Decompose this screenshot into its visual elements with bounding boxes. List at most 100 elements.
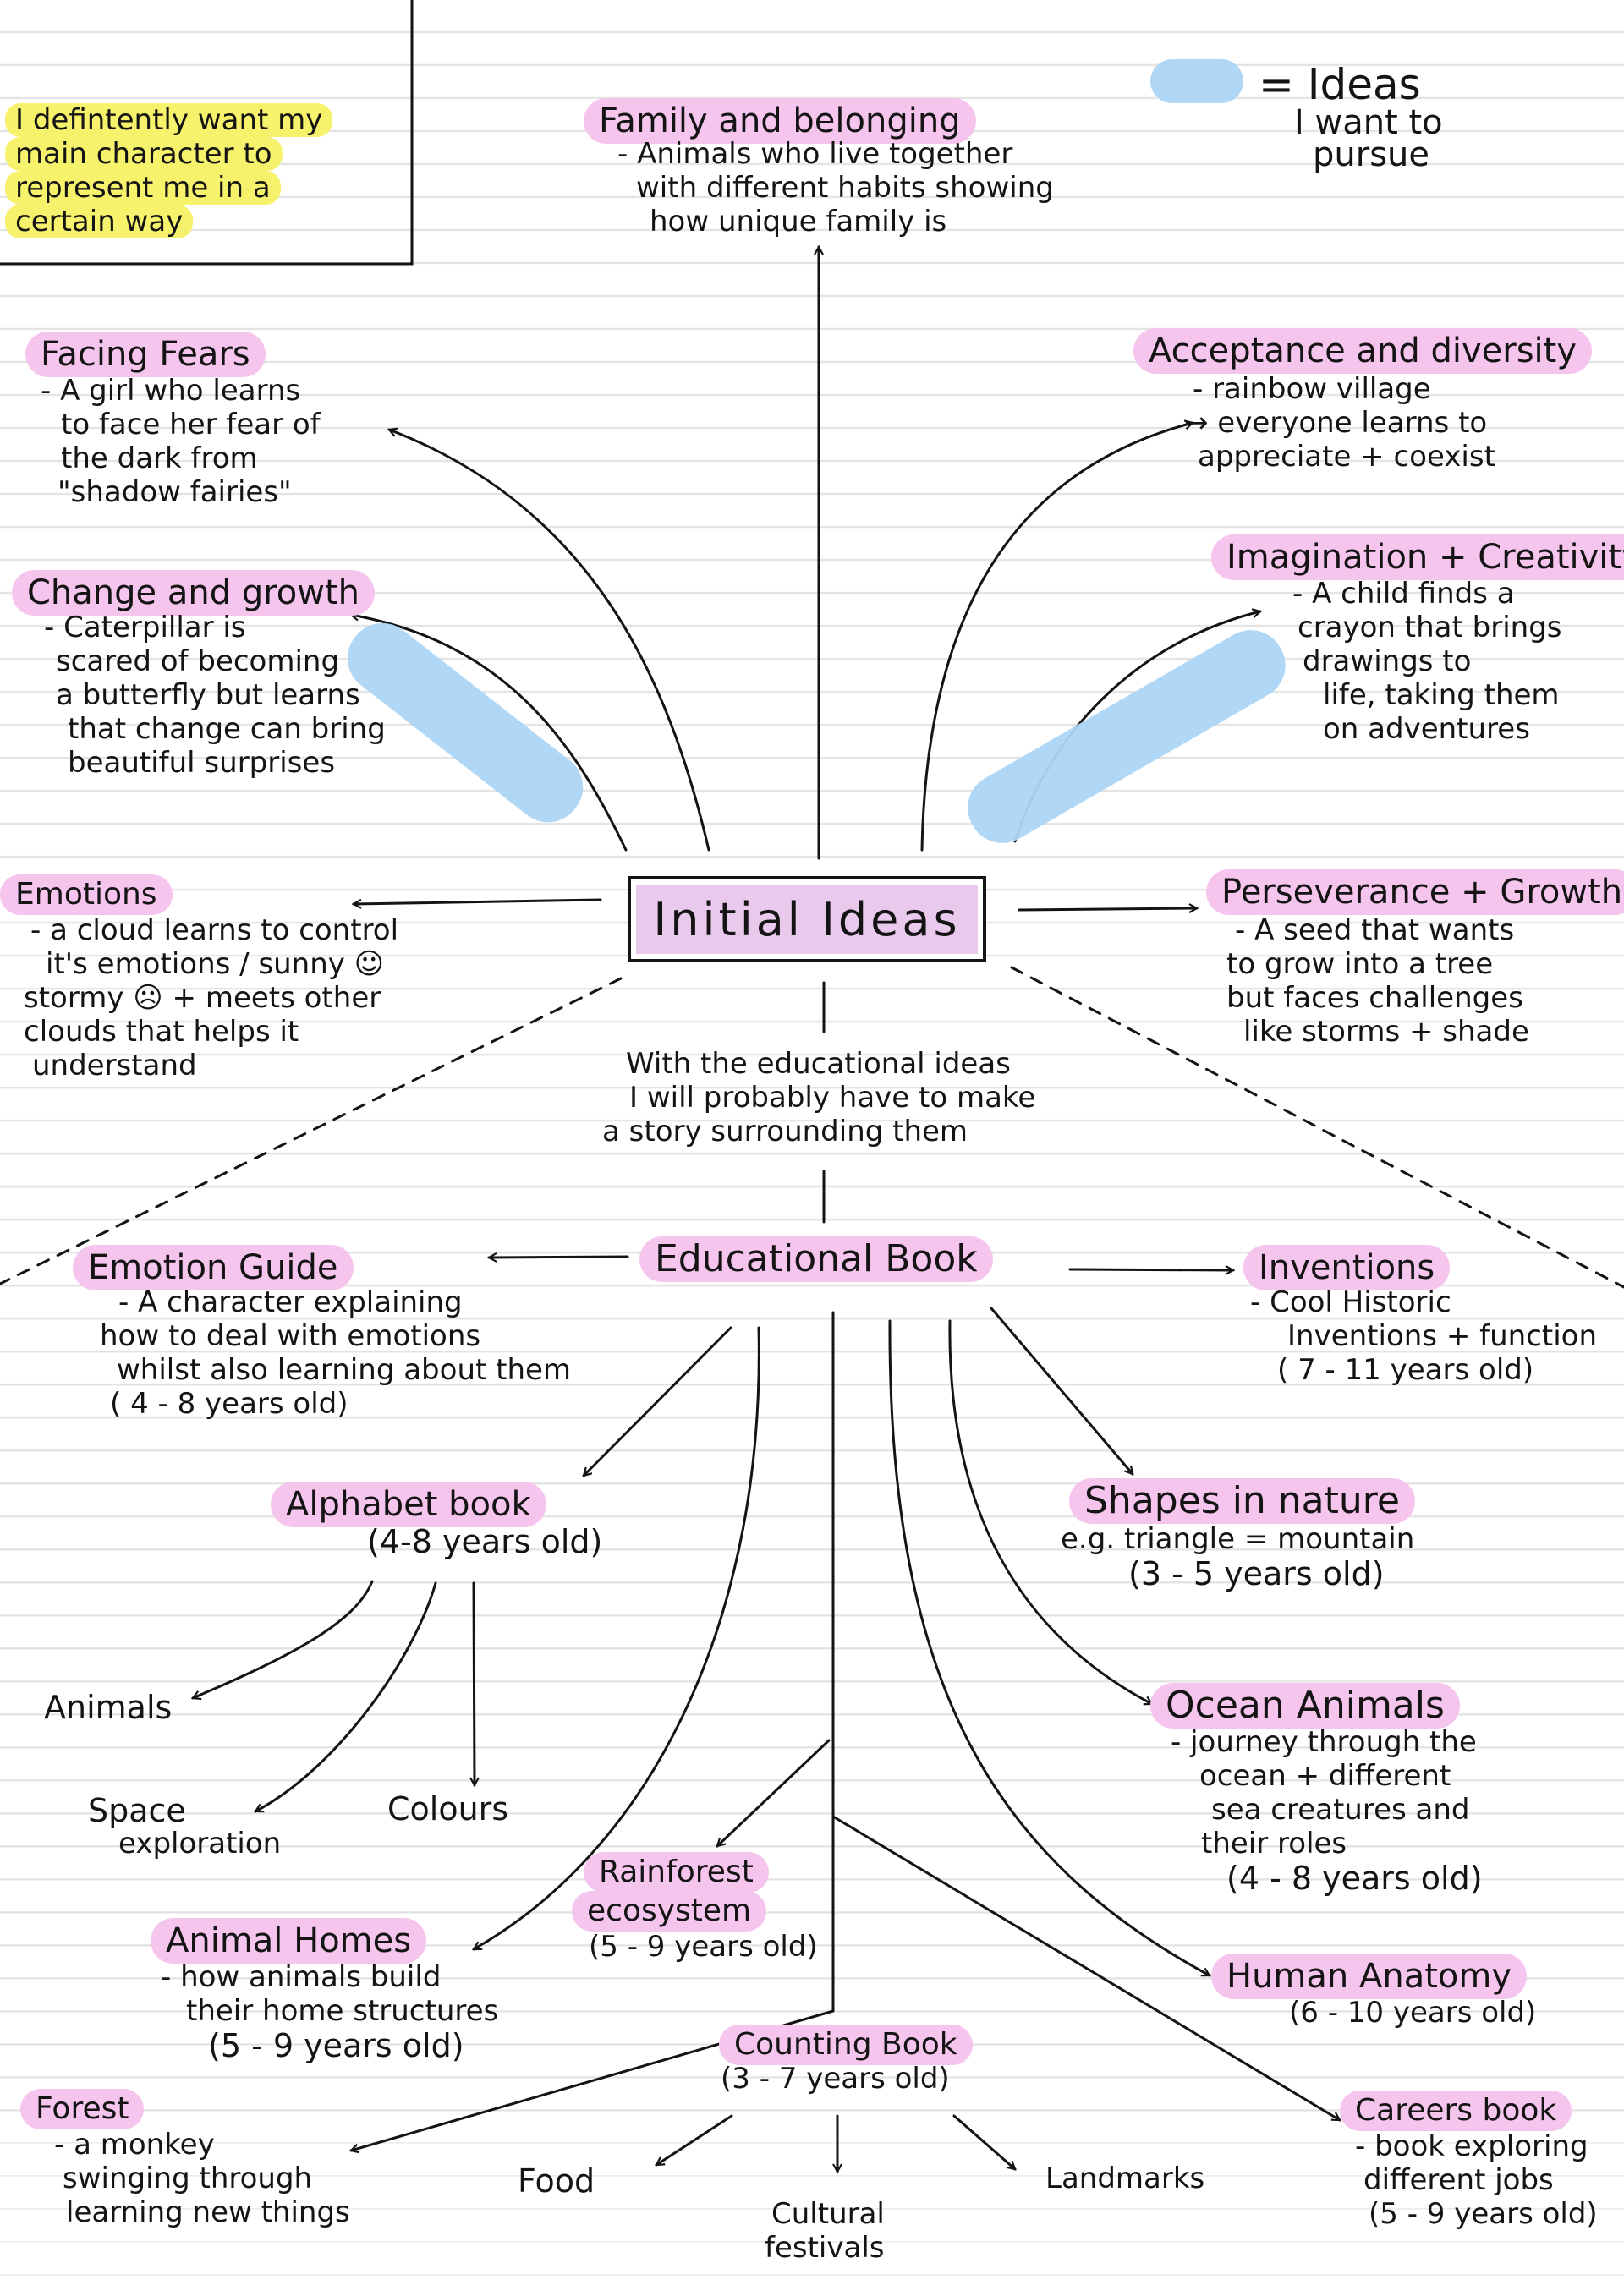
ocean-line-2: ocean + different (1199, 1759, 1451, 1793)
educational-book-title: Educational Book (639, 1236, 993, 1282)
alphabet-topic-exploration: exploration (118, 1827, 282, 1860)
arrow-to-inventions (1068, 1269, 1233, 1270)
careers-title: Careers book (1340, 2091, 1572, 2131)
arrow-to-ocean (948, 1319, 1152, 1706)
inventions-line-1: - Cool Historic (1250, 1285, 1451, 1319)
alphabet-topic-space: Space (88, 1792, 186, 1829)
careers-line-1: - book exploring (1355, 2129, 1588, 2163)
acceptance-line-3: appreciate + coexist (1198, 440, 1495, 474)
rainforest-age: (5 - 9 years old) (589, 1930, 818, 1964)
note-line-2: main character to (5, 137, 283, 171)
inventions-line-3: ( 7 - 11 years old) (1277, 1353, 1534, 1387)
acceptance-title: Acceptance and diversity (1133, 328, 1593, 374)
acceptance-line-1: - rainbow village (1193, 372, 1431, 406)
animal-homes-line-1: - how animals build (161, 1960, 442, 1994)
emotions-line-2: it's emotions / sunny ☺ (46, 947, 385, 981)
arrow-to-acceptance (920, 423, 1193, 852)
ocean-line-3: sea creatures and (1211, 1793, 1470, 1827)
arrow-to-colours (474, 1581, 475, 1785)
shapes-line-1: e.g. triangle = mountain (1061, 1522, 1415, 1556)
alphabet-topic-animals: Animals (44, 1689, 173, 1726)
arrow-to-alphabet (584, 1326, 732, 1476)
arrow-to-space (255, 1581, 437, 1813)
legend-line-2: pursue (1313, 135, 1429, 174)
arrow-rainforest-branch (717, 1739, 831, 1846)
shapes-title: Shapes in nature (1069, 1478, 1415, 1524)
family-line-1: - Animals who live together (617, 137, 1013, 171)
ocean-line-1: - journey through the (1171, 1725, 1477, 1759)
perseverance-line-3: but faces challenges (1226, 981, 1523, 1015)
emotion-guide-line-3: whilst also learning about them (117, 1353, 572, 1387)
family-line-2: with different habits showing (636, 171, 1054, 205)
forest-title: Forest (20, 2089, 145, 2129)
forest-line-3: learning new things (66, 2195, 350, 2229)
arrow-to-animal-homes (474, 1326, 760, 1951)
initial-ideas-title-bg: Initial Ideas (636, 885, 978, 954)
dashed-line-left (0, 977, 623, 1285)
human-anatomy-title: Human Anatomy (1211, 1954, 1527, 1999)
emotion-guide-line-4: ( 4 - 8 years old) (110, 1387, 348, 1421)
note-line-4: certain way (5, 205, 194, 238)
legend-blue-swatch (1150, 59, 1243, 103)
arrow-to-emotions (354, 898, 602, 904)
arrow-to-animals (193, 1580, 374, 1698)
counting-topic-landmarks: Landmarks (1045, 2162, 1205, 2195)
ocean-line-4: their roles (1201, 1827, 1347, 1860)
counting-age: (3 - 7 years old) (721, 2062, 950, 2096)
ocean-line-5: (4 - 8 years old) (1226, 1860, 1483, 1897)
alphabet-topic-colours: Colours (387, 1790, 509, 1827)
counting-topic-cultural: Cultural (771, 2197, 885, 2231)
imagination-line-4: life, taking them (1323, 678, 1560, 712)
emotions-line-4: clouds that helps it (24, 1015, 299, 1049)
imagination-title: Imagination + Creativity (1211, 534, 1624, 580)
perseverance-line-2: to grow into a tree (1226, 947, 1494, 981)
forest-line-1: - a monkey (54, 2128, 215, 2162)
careers-line-3: (5 - 9 years old) (1369, 2197, 1598, 2231)
emotion-guide-line-2: how to deal with emotions (100, 1319, 481, 1353)
legend-symbol: = Ideas (1259, 60, 1421, 109)
fears-line-2: to face her fear of (61, 408, 321, 441)
family-title: Family and belonging (584, 98, 976, 144)
emotions-title: Emotions (0, 874, 173, 915)
arrow-to-food (656, 2114, 733, 2167)
arrow-to-change (351, 615, 628, 852)
arrow-to-perseverance (1018, 908, 1197, 910)
counting-topic-festivals: festivals (765, 2231, 885, 2265)
change-line-3: a butterfly but learns (56, 678, 360, 712)
ocean-title: Ocean Animals (1150, 1683, 1460, 1729)
emotion-guide-line-1: - A character explaining (118, 1285, 463, 1319)
arrow-to-emotion-guide (489, 1257, 629, 1258)
fears-line-4: "shadow fairies" (58, 475, 292, 509)
emotion-guide-title: Emotion Guide (73, 1245, 354, 1290)
perseverance-title: Perseverance + Growth (1206, 869, 1624, 915)
note-line-3: represent me in a (5, 171, 281, 205)
change-line-1: - Caterpillar is (44, 611, 246, 644)
bridge-note-line-3: a story surrounding them (602, 1115, 968, 1148)
animal-homes-line-3: (5 - 9 years old) (208, 2027, 464, 2064)
initial-ideas-title: Initial Ideas (653, 892, 961, 946)
fears-line-1: - A girl who learns (41, 374, 301, 408)
animal-homes-line-2: their home structures (186, 1994, 499, 2028)
change-title: Change and growth (12, 570, 376, 616)
arrow-to-shapes (990, 1307, 1134, 1474)
arrow-to-careers (831, 1815, 1340, 2122)
imagination-line-3: drawings to (1303, 644, 1472, 678)
human-anatomy-age: (6 - 10 years old) (1289, 1996, 1537, 2030)
note-box-border (0, 0, 414, 266)
inventions-title: Inventions (1243, 1245, 1451, 1290)
legend-line-1: I want to (1294, 103, 1443, 142)
counting-topic-food: Food (518, 2162, 595, 2200)
acceptance-line-2: → everyone learns to (1184, 406, 1488, 440)
counting-title: Counting Book (719, 2025, 973, 2065)
rainforest-title-1: Rainforest (584, 1852, 769, 1893)
fears-title: Facing Fears (25, 332, 266, 377)
arrow-to-fears (389, 430, 710, 852)
family-line-3: how unique family is (650, 205, 947, 238)
note-line-1: I defintently want my (5, 103, 333, 137)
dashed-line-right (1010, 966, 1624, 1289)
perseverance-line-4: like storms + shade (1243, 1015, 1529, 1049)
careers-line-2: different jobs (1363, 2163, 1554, 2197)
initial-ideas-box: Initial Ideas (628, 876, 986, 962)
animal-homes-title: Animal Homes (151, 1918, 427, 1964)
imagination-line-1: - A child finds a (1292, 577, 1515, 611)
